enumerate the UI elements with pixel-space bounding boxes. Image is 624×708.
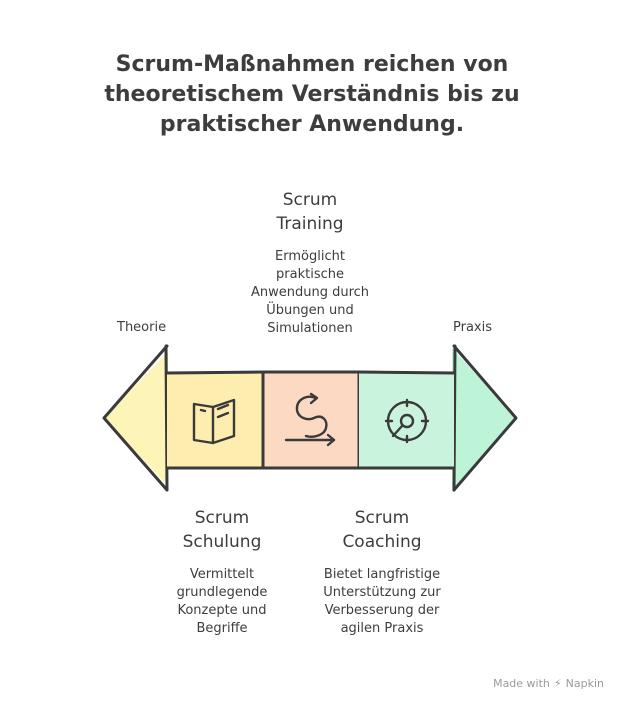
title-line-2: theoretischem Verständnis bis zu: [104, 82, 520, 107]
loop-arrow-icon: [284, 392, 336, 447]
schulung-description: Vermittelt grundlegende Konzepte und Beg…: [176, 567, 268, 636]
title-line-3: praktischer Anwendung.: [159, 112, 465, 137]
right-end-label: Praxis: [453, 320, 492, 335]
napkin-logo-icon: ⚡: [553, 677, 562, 690]
schulung-heading: Scrum Schulung: [182, 508, 262, 552]
book-icon: [192, 398, 236, 445]
title-line-1: Scrum-Maßnahmen reichen von: [115, 52, 509, 77]
right-arrow-head: [452, 344, 518, 492]
coaching-heading: Scrum Coaching: [342, 508, 422, 552]
coaching-description: Bietet langfristige Unterstützung zur Ve…: [323, 567, 441, 636]
brand-name: Napkin: [565, 677, 604, 690]
segment-coaching: [357, 370, 456, 470]
target-icon: [384, 398, 430, 444]
left-arrow-head: [102, 344, 169, 492]
training-description: Ermöglicht praktische Anwendung durch Üb…: [250, 249, 370, 336]
left-end-label: Theorie: [117, 320, 167, 335]
training-heading: Scrum Training: [276, 190, 344, 234]
segment-schulung: [165, 370, 265, 470]
made-with-napkin-badge[interactable]: Made with ⚡ Napkin: [493, 677, 604, 690]
page-title: Scrum-Maßnahmen reichen von theoretische…: [40, 50, 584, 140]
brand-prefix: Made with: [493, 677, 550, 690]
